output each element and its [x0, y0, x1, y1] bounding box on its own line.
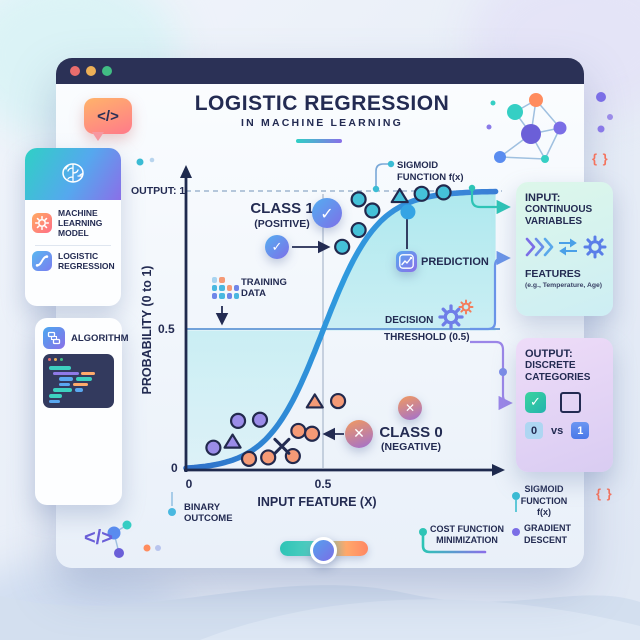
y-tick-05: 0.5 [158, 322, 175, 336]
card-divider [35, 245, 111, 246]
code-line [73, 382, 88, 387]
curve-icon [32, 251, 52, 271]
model-card-item-lr-label: LOGISTIC REGRESSION [58, 251, 115, 271]
badge-0: 0 [525, 422, 543, 439]
y-axis-label: PROBABILITY (0 to 1) [140, 265, 154, 395]
code-line [59, 377, 73, 381]
class0-sublabel: (NEGATIVE) [381, 441, 441, 453]
output-panel: OUTPUT: DISCRETE CATEGORIES ✓ 0 vs 1 [516, 338, 613, 472]
badge-1: 1 [571, 422, 590, 439]
code-line [53, 388, 72, 392]
decision-label: DECISION [385, 315, 434, 326]
y-tick-0: 0 [171, 461, 178, 475]
title-underline [296, 139, 342, 143]
page-subtitle: IN MACHINE LEARNING [241, 117, 403, 129]
flowchart-mini-icon [43, 327, 65, 349]
algorithm-card: ALGORITHM [35, 318, 129, 505]
window-maximize-button[interactable] [102, 66, 112, 76]
code-line [76, 377, 92, 381]
input-panel-title: INPUT: CONTINUOUS VARIABLES [525, 192, 593, 227]
x-tick-05: 0.5 [314, 477, 332, 491]
checkbox-checked-icon[interactable]: ✓ [525, 392, 546, 413]
code-line [81, 371, 95, 376]
bg-wave [0, 585, 640, 640]
window-minimize-button[interactable] [86, 66, 96, 76]
vs-label: vs [551, 424, 564, 437]
code-line [49, 366, 71, 370]
class1-sublabel: (POSITIVE) [254, 218, 310, 230]
gear-icon [32, 213, 52, 233]
transfer-arrows-icon [559, 238, 577, 256]
model-card-header [25, 148, 121, 200]
decor-dot [597, 125, 605, 133]
model-card: MACHINE LEARNING MODEL LOGISTIC REGRESSI… [25, 148, 121, 306]
prediction-icon [396, 251, 417, 272]
training-data-icon [212, 277, 239, 299]
class1-label: CLASS 1 [250, 200, 314, 217]
window-titlebar [56, 58, 584, 84]
algorithm-card-title: ALGORITHM [71, 332, 129, 344]
class1-check-badge: ✓ [312, 198, 342, 228]
code-editor-icon [43, 354, 114, 408]
x-axis-label: INPUT FEATURE (X) [257, 495, 377, 509]
braces-icon-top: { } [592, 151, 609, 166]
gear-icon [583, 235, 607, 259]
code-line [59, 382, 70, 387]
prediction-label: PREDICTION [421, 256, 489, 268]
code-line [53, 371, 79, 376]
code-bubble-tail [92, 132, 104, 141]
features-example-label: (e.g., Temperature, Age) [525, 282, 603, 289]
code-icon-bottom: </> [84, 527, 113, 549]
code-bubble: </> [84, 98, 132, 134]
checkbox-empty-icon[interactable] [560, 392, 581, 413]
code-line [49, 399, 60, 404]
input-panel: INPUT: CONTINUOUS VARIABLES FEATURES (e.… [516, 182, 613, 316]
model-card-item-lr: LOGISTIC REGRESSION [25, 249, 121, 275]
threshold-label: THRESHOLD (0.5) [384, 332, 470, 343]
model-card-item-ml: MACHINE LEARNING MODEL [25, 200, 121, 242]
x-tick-0: 0 [185, 477, 193, 491]
features-label: FEATURES [525, 268, 581, 280]
class1-check-badge-small: ✓ [265, 235, 289, 259]
code-line [75, 388, 83, 392]
slider-knob[interactable] [310, 537, 337, 564]
chevrons-icon [525, 237, 554, 257]
class0-x-badge-small: ✕ [398, 396, 422, 420]
model-card-item-ml-label: MACHINE LEARNING MODEL [58, 208, 103, 238]
class0-label: CLASS 0 [379, 424, 443, 441]
class0-x-badge: ✕ [345, 420, 373, 448]
output-panel-title: OUTPUT: DISCRETE CATEGORIES [525, 348, 591, 383]
browser-window [56, 58, 584, 568]
braces-icon-bottom: { } [596, 486, 613, 501]
code-bubble-label: </> [97, 107, 119, 125]
output-1-label: OUTPUT: 1 [131, 185, 186, 197]
page-title: LOGISTIC REGRESSION [194, 92, 450, 115]
code-line [49, 394, 62, 398]
brain-icon [62, 163, 84, 183]
window-close-button[interactable] [70, 66, 80, 76]
